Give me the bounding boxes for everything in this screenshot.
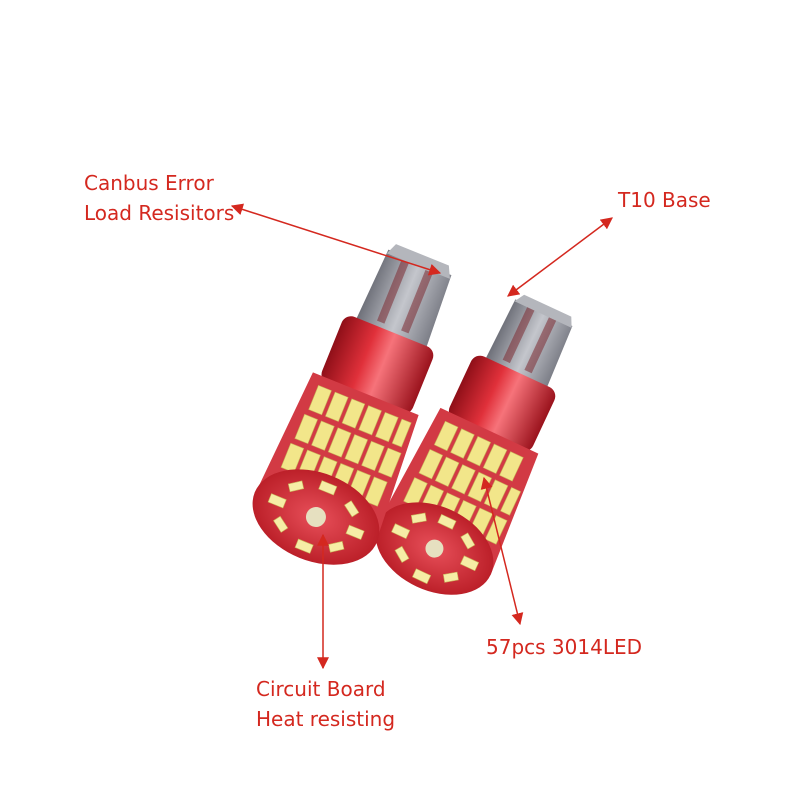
leds-label: 57pcs 3014LED bbox=[486, 635, 642, 659]
canbus-label-line1: Canbus Error bbox=[84, 171, 214, 195]
canbus-label: Canbus Error Load Resisitors bbox=[84, 168, 234, 228]
canbus-label-line2: Load Resisitors bbox=[84, 201, 235, 225]
circuit-board-label-line2: Heat resisting bbox=[256, 707, 396, 731]
t10-base-label: T10 Base bbox=[618, 188, 711, 212]
leds-arrow bbox=[480, 476, 524, 626]
circuit-board-label-line1: Circuit Board bbox=[256, 677, 386, 701]
canbus-arrow bbox=[230, 203, 442, 276]
t10-base-arrow bbox=[507, 217, 613, 297]
circuit-board-label: Circuit Board Heat resisting bbox=[256, 674, 395, 734]
left-bulb bbox=[252, 244, 452, 565]
